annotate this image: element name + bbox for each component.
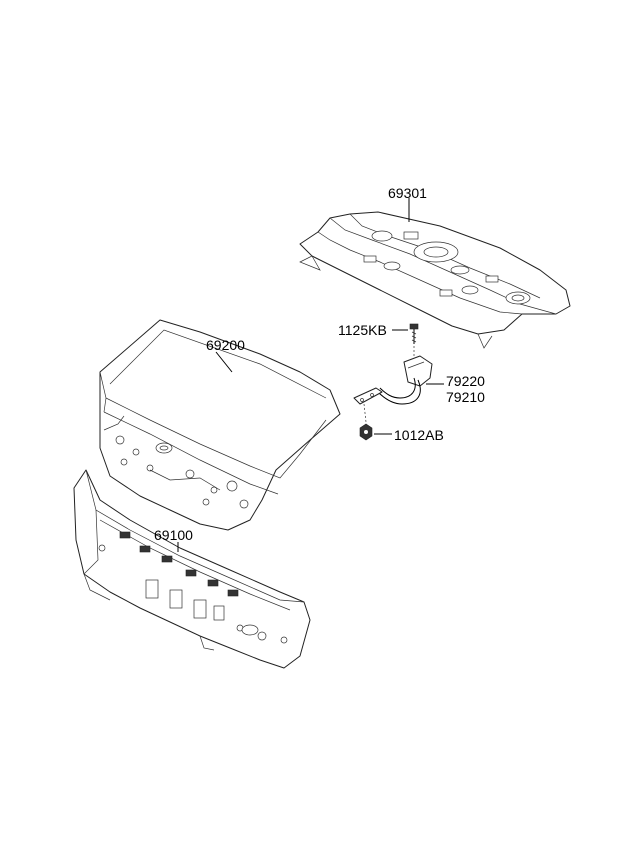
leader-line [215, 351, 233, 373]
callout-69301: 69301 [388, 185, 427, 201]
callout-79210: 79210 [446, 389, 485, 405]
trunk-hinge [353, 323, 444, 441]
rear-shelf-panel [299, 198, 571, 349]
callout-79220: 79220 [446, 373, 485, 389]
callout-1125KB: 1125KB [338, 322, 387, 338]
trunk-lid [99, 319, 341, 531]
callout-1012AB: 1012AB [394, 427, 444, 443]
hinge-bolt [409, 323, 419, 356]
callout-69200: 69200 [206, 337, 245, 353]
back-panel [73, 469, 311, 669]
hinge-nut [359, 423, 373, 441]
callout-69100: 69100 [154, 527, 193, 543]
